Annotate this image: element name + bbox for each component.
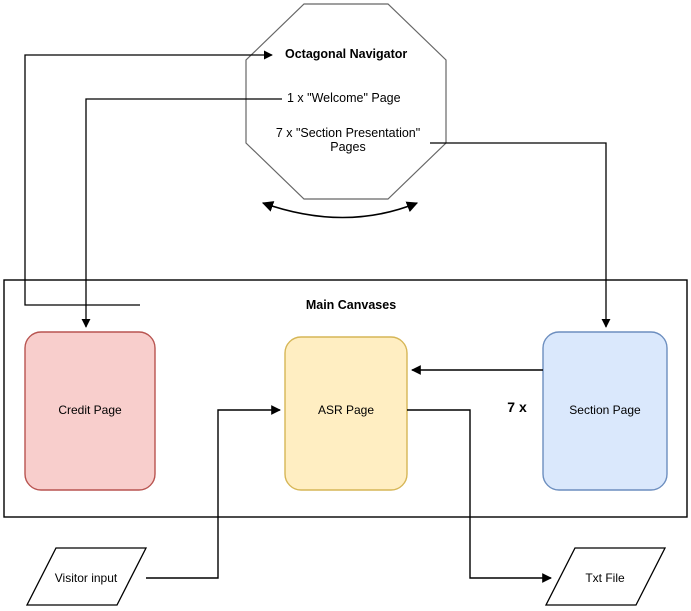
connector-asr-page-to-txt-file	[407, 409, 552, 583]
asr-page-node[interactable]	[284, 336, 408, 491]
section-page-node[interactable]	[542, 331, 668, 491]
connector-sections-to-section-page	[430, 142, 611, 328]
connector-welcome-to-credit-page	[81, 98, 282, 328]
rotation-double-arrow-icon	[261, 201, 419, 219]
connector-container-to-navigator	[24, 50, 273, 306]
credit-page-node[interactable]	[24, 331, 156, 491]
txt-file-node[interactable]	[544, 547, 667, 606]
connector-visitor-input-to-asr-page	[146, 405, 281, 579]
main-canvases-container	[3, 279, 688, 518]
visitor-input-node[interactable]	[25, 547, 148, 606]
octagon-navigator-shape[interactable]	[245, 3, 447, 200]
